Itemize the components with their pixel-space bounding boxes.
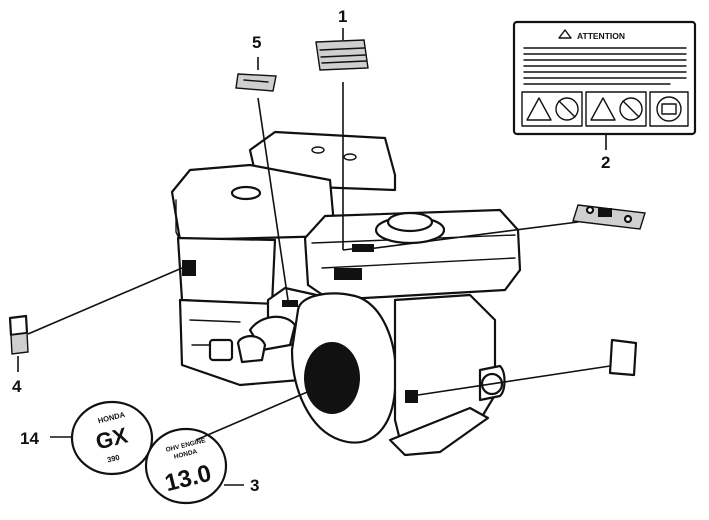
emblem-left-size: 390 [106, 453, 120, 465]
warning-triangle-icon [590, 97, 616, 121]
part-14-emblem[interactable]: HONDA GX 390 [70, 400, 154, 476]
attention-text-lines [523, 47, 687, 85]
label-mark-1a [352, 244, 374, 252]
leader-5 [257, 97, 289, 301]
callout-1: 1 [338, 7, 347, 26]
manual-icon [656, 96, 682, 122]
warning-triangle-icon [526, 97, 552, 121]
leader-strip [359, 221, 579, 251]
label-mark-1b [334, 268, 362, 280]
label-mark-rating [405, 390, 418, 403]
callout-3: 3 [250, 476, 259, 495]
callout-14: 14 [20, 429, 39, 448]
part-1-label[interactable] [315, 39, 369, 71]
attention-heading: ATTENTION [577, 31, 625, 41]
part-4-label[interactable] [8, 314, 29, 355]
label-mark-5 [282, 300, 298, 307]
prohibited-icon [619, 97, 643, 121]
part-2-attention-label[interactable]: ATTENTION [512, 20, 697, 136]
callout-4: 4 [12, 377, 22, 396]
part-3-emblem[interactable]: OHV ENGINE HONDA 13.0 [144, 427, 228, 505]
part-5-label[interactable] [235, 73, 277, 92]
callout-2: 2 [601, 153, 610, 172]
engine-illustration [170, 130, 522, 457]
leader-square [417, 365, 611, 396]
leader-4-a [27, 267, 183, 335]
callout-5: 5 [252, 33, 261, 52]
part-rating-strip[interactable] [572, 204, 646, 230]
leader-1-tip [342, 247, 361, 251]
prohibited-icon [555, 97, 579, 121]
starter-grip-dark [304, 342, 360, 414]
warning-triangle-icon [558, 29, 572, 39]
label-mark-4 [182, 260, 196, 276]
attention-pictograms [521, 91, 689, 127]
leader-3-a [195, 389, 313, 441]
part-square-label[interactable] [608, 338, 638, 377]
